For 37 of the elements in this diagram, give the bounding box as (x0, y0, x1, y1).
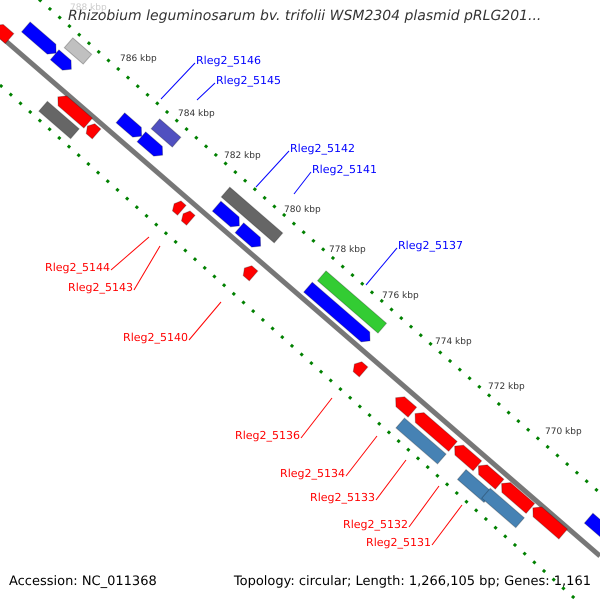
gene-label: Rleg2_5133 (310, 492, 375, 503)
leader-line (294, 172, 312, 194)
leader-line (408, 486, 440, 528)
scale-label: 780 kbp (284, 206, 321, 215)
leader-line (366, 248, 398, 286)
scale-label: 770 kbp (545, 428, 582, 437)
scale-label: 782 kbp (224, 152, 261, 161)
scale-label: 778 kbp (329, 246, 366, 255)
gene-label: Rleg2_5136 (235, 430, 300, 441)
gene-label: Rleg2_5142 (290, 143, 355, 154)
gene-label: Rleg2_5137 (398, 240, 463, 251)
leader-line (188, 302, 222, 340)
scale-label: 776 kbp (382, 292, 419, 301)
gene-label: Rleg2_5144 (45, 262, 110, 273)
gene-label: Rleg2_5141 (312, 164, 377, 175)
gene-label: Rleg2_5140 (123, 332, 188, 343)
leader-line (256, 150, 290, 188)
scale-label: 774 kbp (435, 338, 472, 347)
leader-line (346, 436, 378, 476)
leader-line (376, 460, 406, 500)
scale-label: 772 kbp (488, 383, 525, 392)
gene-label: Rleg2_5132 (343, 519, 408, 530)
scale-label: 786 kbp (120, 55, 157, 64)
leader-line (160, 62, 196, 100)
summary-text: Topology: circular; Length: 1,266,105 bp; Genes: 1,161 (234, 575, 591, 588)
gene-label: Rleg2_5143 (68, 282, 133, 293)
leader-line (300, 398, 332, 438)
leader-line (134, 246, 160, 290)
gene-label: Rleg2_5134 (280, 468, 345, 479)
gene-label: Rleg2_5145 (216, 75, 281, 86)
scale-label: 784 kbp (178, 110, 215, 119)
gene-label: Rleg2_5146 (196, 55, 261, 66)
accession-text: Accession: NC_011368 (9, 575, 157, 588)
leader-line (196, 82, 216, 100)
leader-line (110, 236, 150, 270)
leader-line (432, 504, 462, 546)
gene-label: Rleg2_5131 (366, 537, 431, 548)
